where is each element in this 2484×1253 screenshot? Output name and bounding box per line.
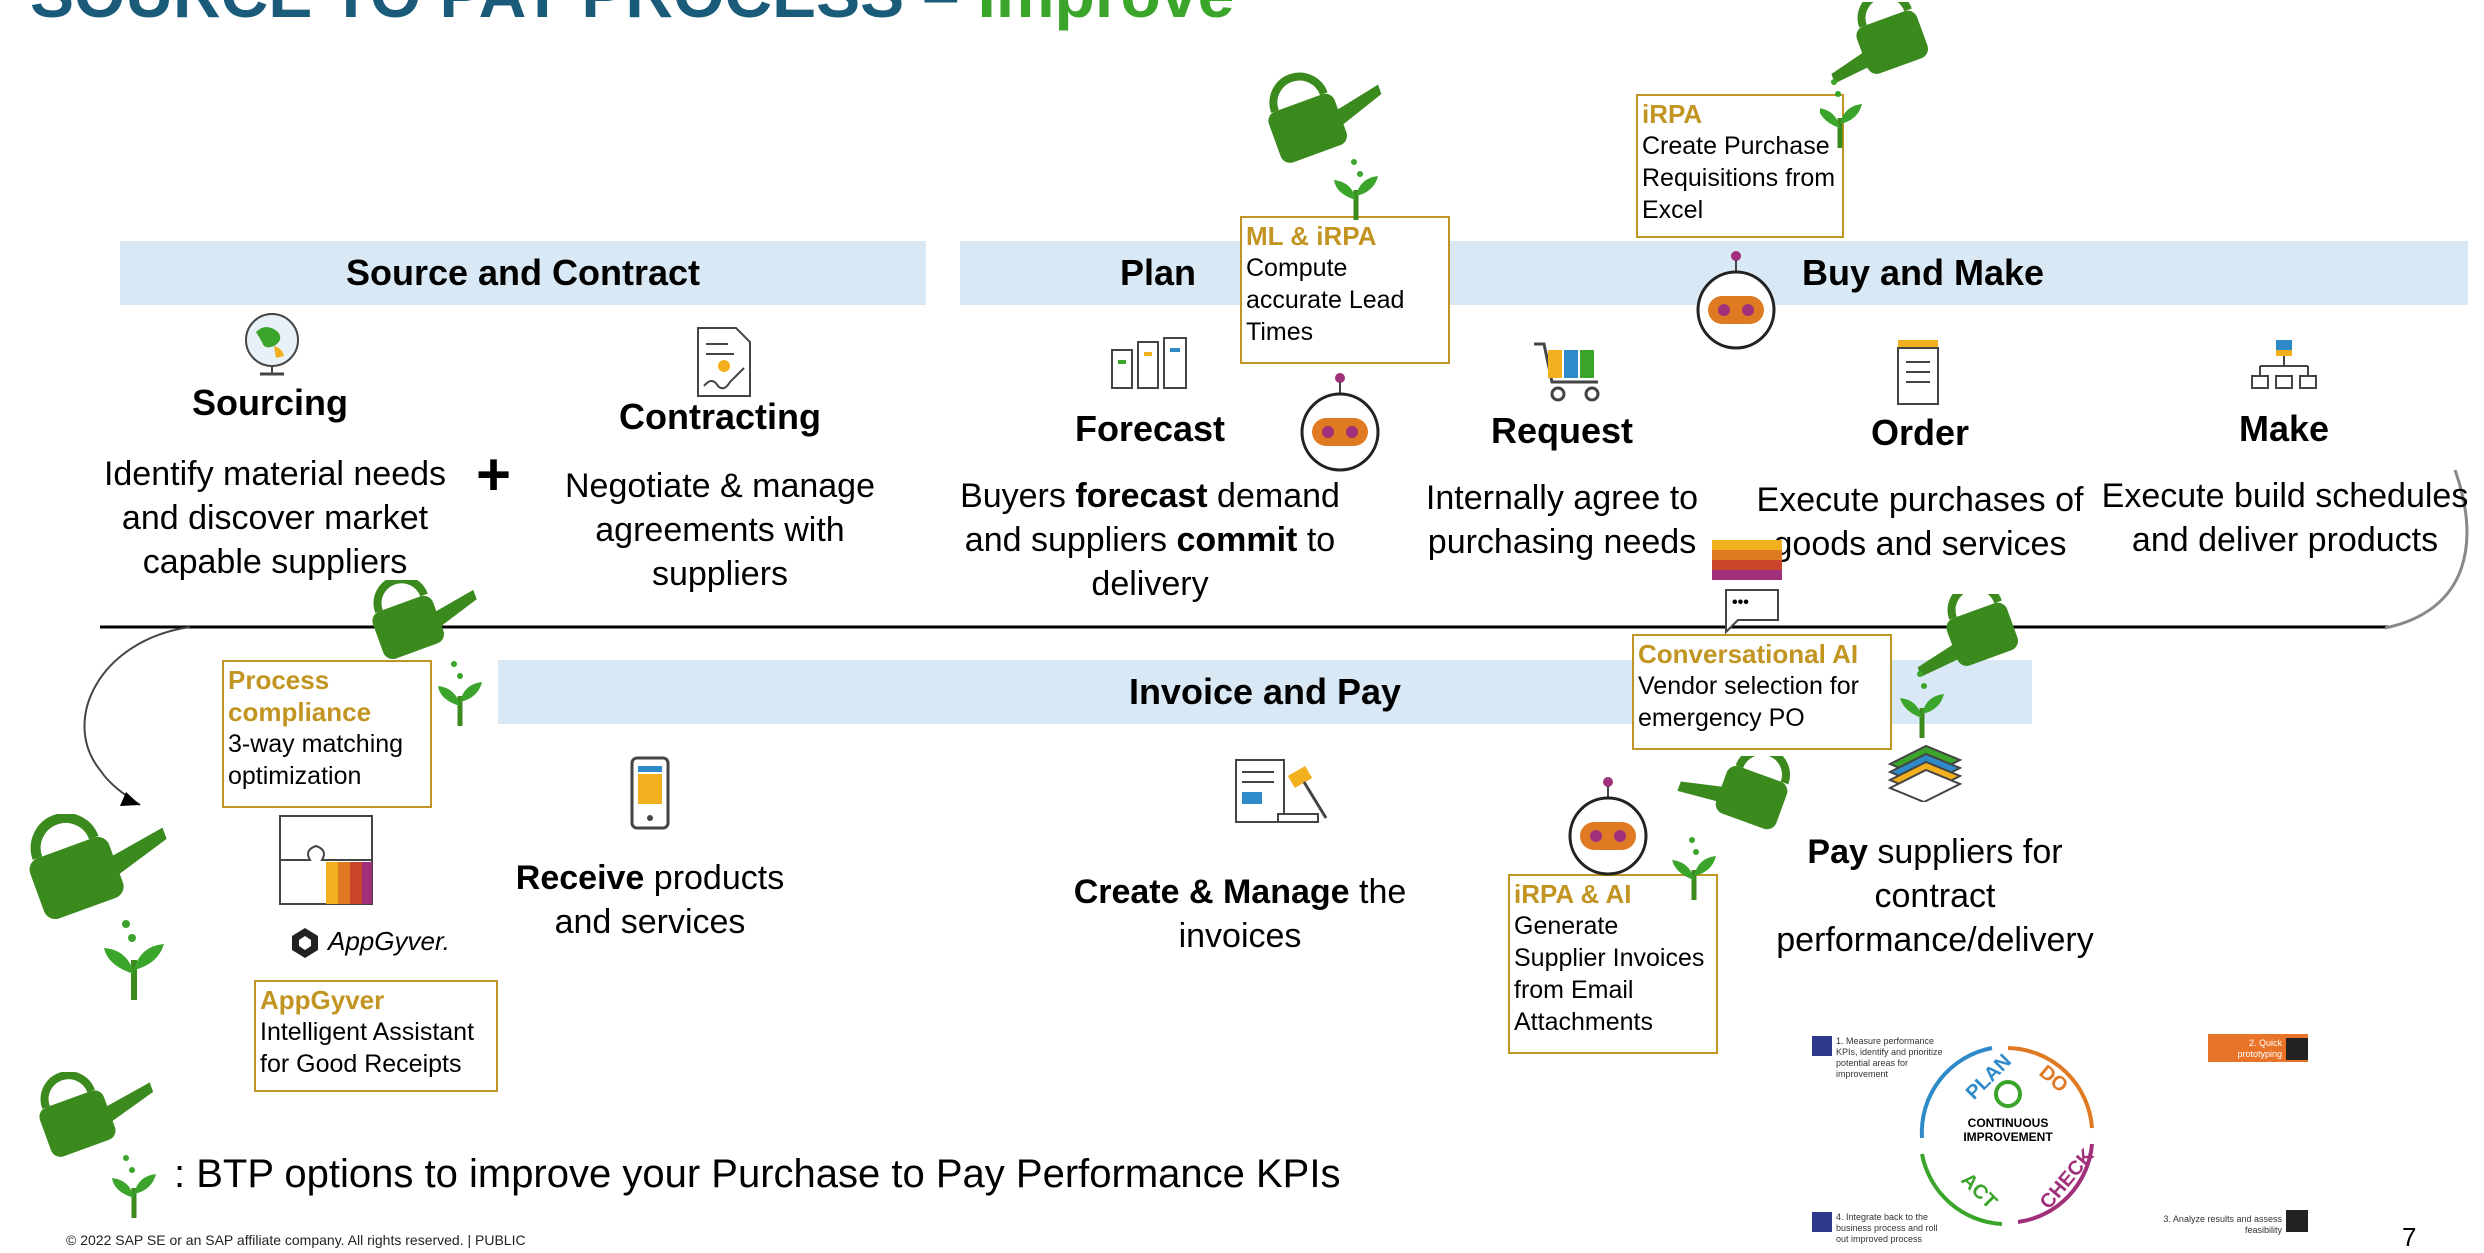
- flow-arrowhead: [120, 792, 140, 806]
- legend-text: : BTP options to improve your Purchase t…: [174, 1152, 1341, 1196]
- chat-icon: [1712, 540, 1782, 634]
- receipt-icon: [1897, 340, 1939, 405]
- stage-desc-make: Execute build schedules and deliver prod…: [2101, 477, 2469, 559]
- plus-icon: +: [476, 441, 512, 508]
- pdca-cycle-ring: [1812, 1034, 2308, 1232]
- flow-right-curve: [2384, 469, 2469, 630]
- pdca-step3-text: 3. Analyze results and assess feasibilit…: [2163, 1214, 2282, 1235]
- appgyver-logo-text: AppGyver.: [328, 926, 450, 956]
- band-plan-label: Plan: [1120, 252, 1197, 293]
- pdca-step4-text: 4. Integrate back to the business proces…: [1836, 1212, 1938, 1244]
- puzzle-icon: [279, 815, 373, 905]
- pdca-step4-icon: [1812, 1212, 1832, 1232]
- stage-desc-order: Execute purchases of goods and services: [1756, 481, 2084, 563]
- stage-desc-forecast: Buyers forecast demand and suppliers com…: [960, 477, 1340, 603]
- flow-left-curve: [83, 626, 191, 806]
- callout-process-compliance: Process compliance 3-way matching optimi…: [222, 660, 432, 808]
- pdca-step2-text: 2. Quick prototyping (controlled experim…: [2234, 1038, 2282, 1081]
- callout-conversational-ai: Conversational AI Vendor selection for e…: [1632, 634, 1892, 750]
- stage-desc-contracting: Negotiate & manage agreements with suppl…: [565, 467, 875, 593]
- pdca-center-label: CONTINUOUS IMPROVEMENT: [1963, 1116, 2053, 1144]
- stage-title-sourcing: Sourcing: [191, 382, 348, 423]
- pdca-step3-icon: [2286, 1210, 2308, 1232]
- invoice-gavel-icon: [1235, 759, 1328, 823]
- pdca-step1-text: 1. Measure performance KPIs, identify an…: [1836, 1036, 1943, 1079]
- cart-icon: [1534, 342, 1600, 402]
- pdca-diagram: CONTINUOUS IMPROVEMENT PLAN DO CHECK ACT…: [1812, 1028, 2322, 1247]
- stage-desc-receive: Receive products and services: [515, 859, 785, 941]
- stage-desc-request: Internally agree to purchasing needs: [1425, 479, 1699, 561]
- robot-icon: [1568, 777, 1648, 876]
- appgyver-logo-icon: [292, 928, 318, 958]
- pdca-step1-icon: [1812, 1036, 1832, 1056]
- pdca-step2-icon: [2286, 1038, 2308, 1060]
- stage-title-order: Order: [1870, 412, 1970, 453]
- stage-title-forecast: Forecast: [1074, 408, 1226, 449]
- watering-can-icon: [39, 1072, 156, 1218]
- forecast-icon: [1111, 337, 1187, 389]
- callout-appgyver: AppGyver Intelligent Assistant for Good …: [254, 980, 498, 1092]
- page-number: 7: [2402, 1222, 2417, 1252]
- money-stack-icon: [1887, 744, 1963, 802]
- page-title: SOURCE TO PAY PROCESS – Improve: [30, 0, 1234, 32]
- hierarchy-icon: [2251, 340, 2317, 389]
- mobile-receipt-icon: [630, 756, 670, 830]
- band-source-contract: Source and Contract: [120, 241, 926, 305]
- robot-icon: [1696, 251, 1776, 350]
- watering-can-icon: [1268, 72, 1382, 220]
- callout-ml-irpa: ML & iRPA Compute accurate Lead Times: [1240, 216, 1450, 364]
- watering-can-icon: [1900, 594, 2019, 738]
- contract-icon: [697, 327, 751, 397]
- globe-icon: [245, 313, 299, 376]
- stage-desc-pay: Pay suppliers for contract performance/d…: [1776, 833, 2094, 959]
- chat-dots: •••: [1732, 594, 1749, 611]
- watering-can-icon: [29, 814, 167, 1000]
- stage-title-request: Request: [1490, 410, 1634, 451]
- watering-can-icon: [372, 580, 482, 726]
- stage-title-make: Make: [2238, 408, 2330, 449]
- stage-desc-manage: Create & Manage the invoices: [1073, 873, 1407, 955]
- watering-can-icon: [1672, 756, 1790, 900]
- callout-irpa-excel: iRPA Create Purchase Requisitions from E…: [1636, 94, 1844, 238]
- band-buy-make-label: Buy and Make: [1802, 252, 2045, 293]
- callout-irpa-ai: iRPA & AI Generate Supplier Invoices fro…: [1508, 874, 1718, 1054]
- stage-desc-sourcing: Identify material needs and discover mar…: [103, 455, 447, 581]
- stage-title-contracting: Contracting: [619, 396, 821, 437]
- watering-can-icon: [1820, 2, 1929, 148]
- footer-copyright: © 2022 SAP SE or an SAP affiliate compan…: [66, 1232, 526, 1248]
- robot-icon: [1300, 373, 1380, 472]
